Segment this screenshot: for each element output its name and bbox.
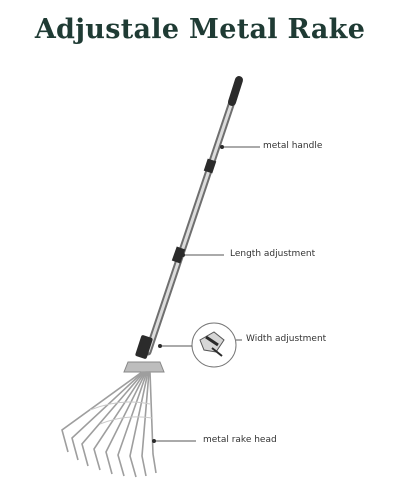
callout-head-label: metal rake head	[203, 435, 277, 445]
callout-length-label: Length adjustment	[230, 249, 316, 259]
width-adjustment-inset	[191, 322, 237, 368]
callout-width-label: Width adjustment	[246, 334, 327, 344]
head-clamp	[135, 335, 153, 359]
product-title: Adjustale Metal Rake	[34, 14, 366, 45]
callout-handle-label: metal handle	[263, 141, 323, 151]
rake-handle	[144, 92, 238, 356]
length-collar-icon	[171, 158, 217, 264]
handle-grip	[228, 76, 243, 106]
callout-lines	[154, 146, 260, 442]
rake-head	[61, 361, 165, 478]
callout-dots	[152, 145, 224, 443]
